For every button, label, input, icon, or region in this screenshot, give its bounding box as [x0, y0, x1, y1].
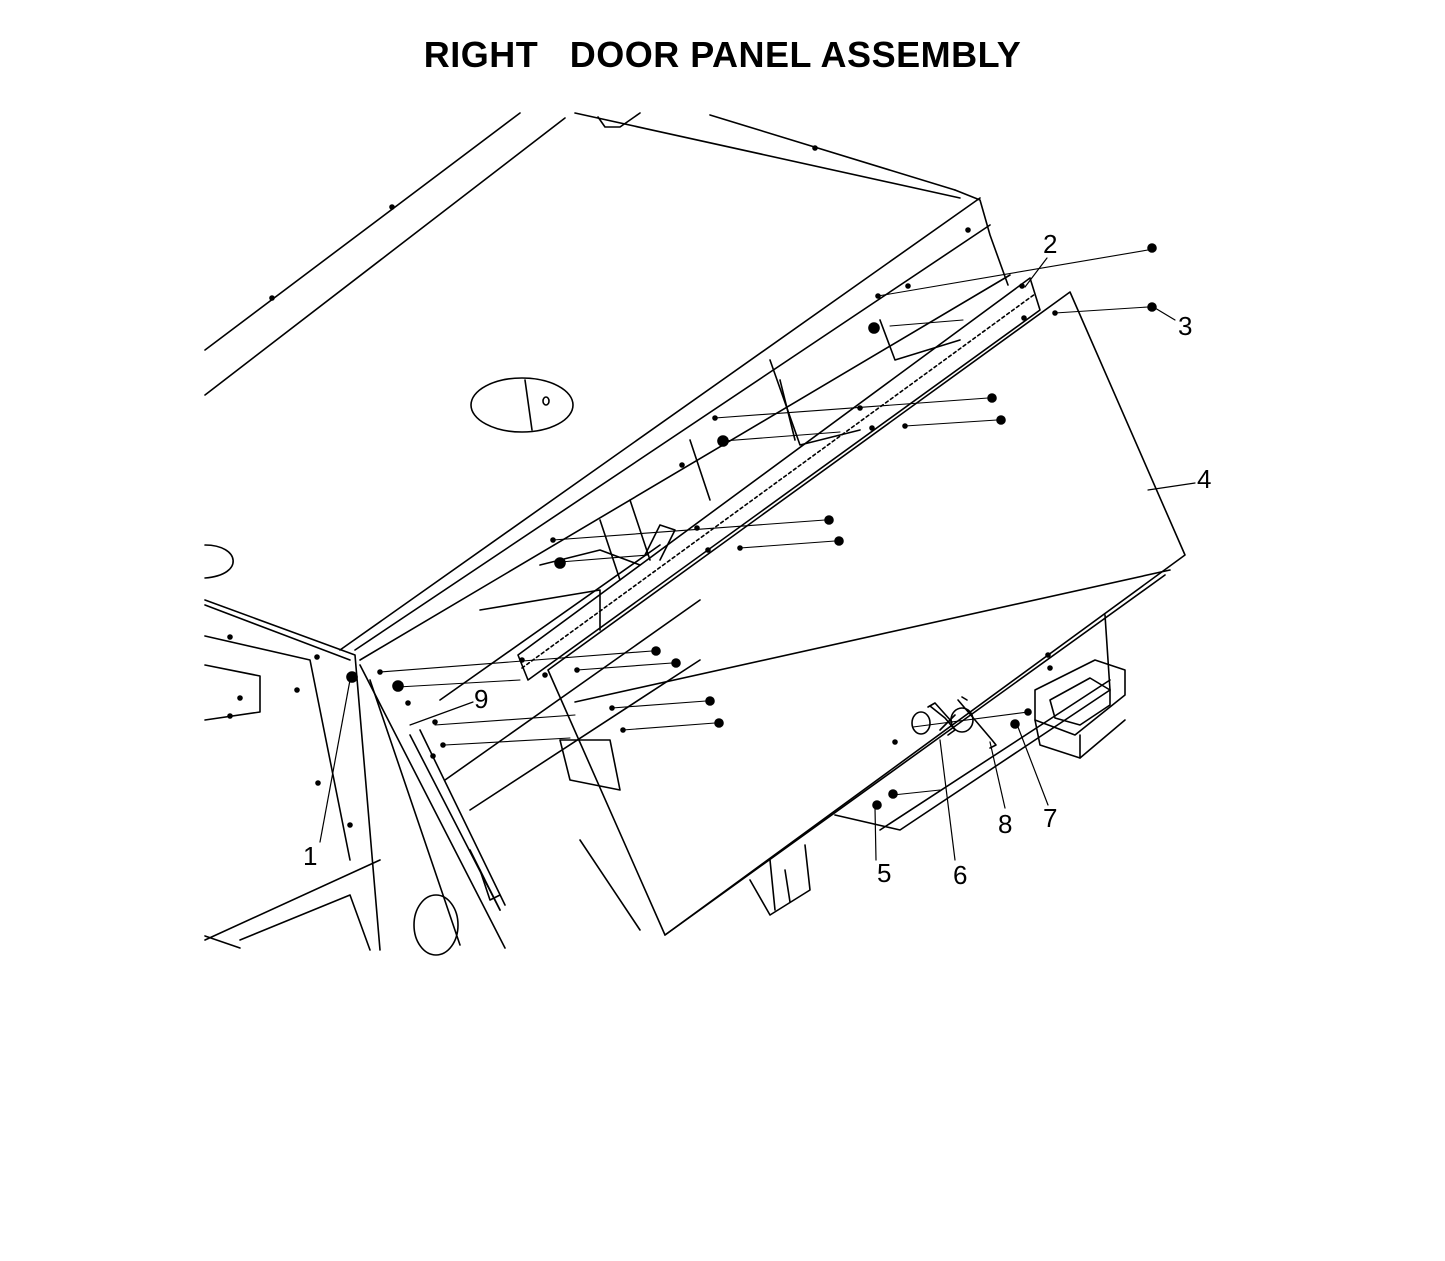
t-handle-latch [911, 696, 997, 749]
callout-5: 5 [877, 858, 891, 888]
door-panel [547, 291, 1186, 936]
part-callouts: 1 2 3 4 5 6 7 8 9 [303, 229, 1211, 890]
callout-9: 9 [474, 684, 488, 714]
callout-2: 2 [1043, 229, 1057, 259]
callout-3: 3 [1178, 311, 1192, 341]
callout-1: 1 [303, 841, 317, 871]
cabinet-body [204, 112, 1126, 956]
fastener-lines [379, 249, 1149, 796]
page-title: RIGHT DOOR PANEL ASSEMBLY [423, 34, 1022, 75]
piano-hinge [517, 277, 1041, 681]
callout-6: 6 [953, 860, 967, 890]
leader-lines [319, 257, 1196, 861]
callout-4: 4 [1197, 464, 1211, 494]
callout-7: 7 [1043, 803, 1057, 833]
callout-8: 8 [998, 809, 1012, 839]
screw-heads [227, 145, 1157, 828]
